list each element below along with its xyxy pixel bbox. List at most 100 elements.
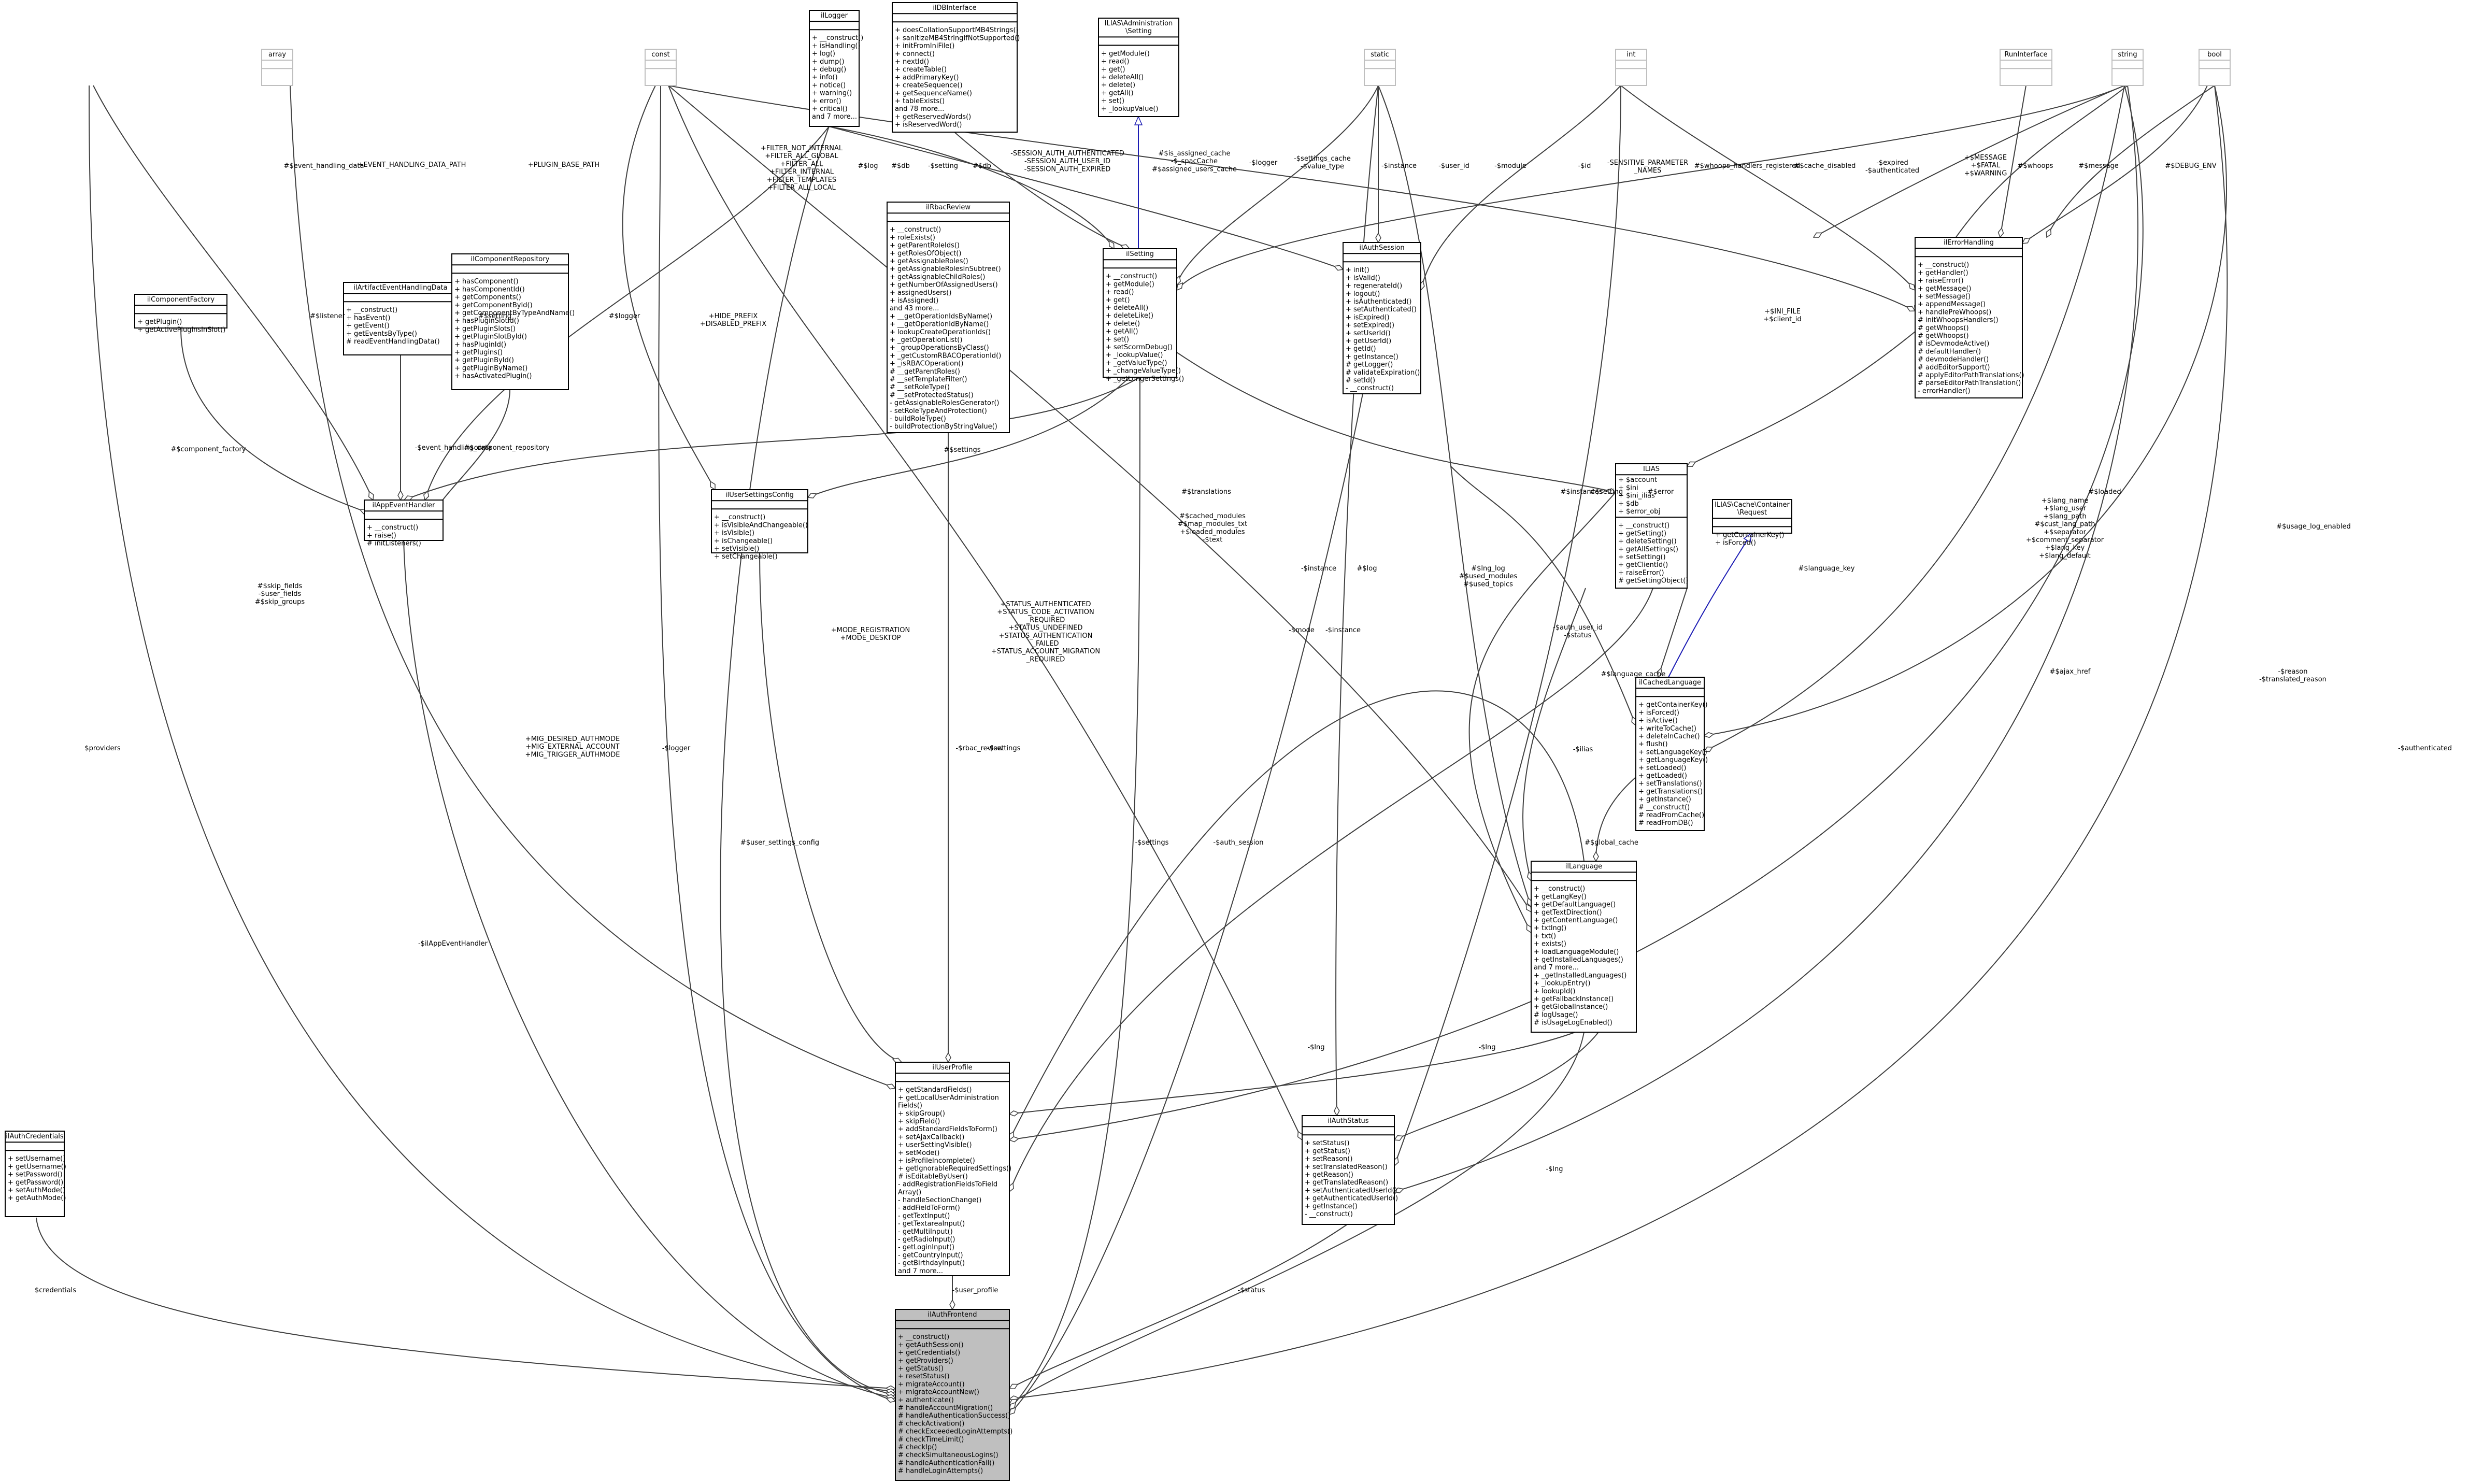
class-method: + isVisibleAndChangeable() bbox=[714, 521, 808, 529]
edge-label-text: +MODE_DESKTOP bbox=[840, 634, 901, 642]
edge-label-text: -$lng bbox=[1307, 1044, 1324, 1051]
edge-label-text: -$_spacCache bbox=[1171, 158, 1218, 165]
class-box-userprofile[interactable]: ilUserProfile+ getStandardFields()+ getL… bbox=[895, 1062, 1011, 1276]
edge-label-logger-session: -$logger bbox=[1249, 159, 1278, 167]
class-method: + getEvent() bbox=[346, 322, 390, 330]
edge-label-text: +$separator bbox=[2044, 529, 2087, 536]
edge-label-text: -SENSITIVE_PARAMETER bbox=[1607, 159, 1688, 167]
relation-edge bbox=[829, 126, 1343, 269]
edge-label-text: +$lang_path bbox=[2043, 512, 2086, 520]
class-box-usersettingsconfig[interactable]: ilUserSettingsConfig+ __construct()+ isV… bbox=[711, 489, 808, 561]
edge-label-text: -SESSION_AUTH_AUTHENTICATED bbox=[1010, 150, 1124, 158]
class-method: + setMessage() bbox=[1918, 293, 1971, 301]
class-box-componentrepository[interactable]: ilComponentRepository+ hasComponent()+ h… bbox=[451, 253, 575, 390]
class-method: + isAuthenticated() bbox=[1346, 298, 1411, 306]
class-method: + isForced() bbox=[1638, 709, 1679, 717]
class-method: + getComponentById() bbox=[454, 302, 533, 309]
class-box-cachereq[interactable]: ILIAS\Cache\Container\Request+ getContai… bbox=[1712, 499, 1792, 547]
edge-label-text: #$used_topics bbox=[1463, 580, 1513, 588]
edge-label-text: #$db bbox=[973, 162, 991, 170]
edge-label-text: -$auth_user_id bbox=[1553, 624, 1603, 632]
class-method: + getStandardFields() bbox=[898, 1086, 972, 1094]
class-box-authfrontend[interactable]: ilAuthFrontend+ __construct()+ getAuthSe… bbox=[895, 1309, 1012, 1481]
relation-edge bbox=[668, 85, 1532, 912]
edge-label-setting-top: -$setting bbox=[928, 162, 958, 170]
class-box-bool[interactable]: bool bbox=[2199, 49, 2231, 86]
class-method: + getSetting() bbox=[1618, 530, 1666, 537]
class-box-logger[interactable]: ilLogger+ __construct()+ isHandling()+ l… bbox=[809, 10, 863, 127]
edge-label-text: -$rbac_review bbox=[955, 745, 1003, 752]
edge-label-text: -$status bbox=[1238, 1287, 1265, 1294]
edge-label-error-levels: +$MESSAGE+$FATAL+$WARNING bbox=[1964, 154, 2007, 177]
class-method: # getLogger() bbox=[1346, 361, 1393, 369]
class-box-dbinterface[interactable]: ilDBInterface+ doesCollationSupportMB4St… bbox=[892, 2, 1020, 133]
class-box-rbacreview[interactable]: ilRbacReview+ __construct()+ roleExists(… bbox=[887, 202, 1010, 433]
class-method: + _getLongerSettings() bbox=[1106, 375, 1184, 383]
edge-label-text: #$db bbox=[891, 162, 910, 170]
class-method: + raiseError() bbox=[1618, 569, 1664, 577]
class-method: + authenticate() bbox=[898, 1396, 954, 1404]
class-method: # checkSimultaneousLogins() bbox=[898, 1451, 998, 1459]
class-name: ILIAS bbox=[1643, 465, 1660, 473]
class-method: + __getOperationIdsByName() bbox=[890, 312, 992, 320]
class-box-authstatus[interactable]: ilAuthStatus+ setStatus()+ getStatus()+ … bbox=[1302, 1115, 1398, 1225]
edge-label-text: -$instance bbox=[1301, 565, 1336, 573]
edge-label-text: #$is_assigned_cache bbox=[1159, 150, 1231, 158]
class-method: # __setProtectedStatus() bbox=[890, 391, 974, 399]
relation-edge bbox=[36, 1217, 895, 1389]
class-method: + getActivePluginsInSlot() bbox=[137, 326, 225, 334]
class-box-setting[interactable]: ilSetting+ __construct()+ getModule()+ r… bbox=[1103, 248, 1184, 383]
class-box-runinterface[interactable]: RunInterface bbox=[2000, 49, 2052, 86]
class-attribute: + $ini bbox=[1618, 484, 1638, 492]
edge-label-text: -$logger bbox=[1249, 159, 1278, 167]
edge-label-credentials: $credentials bbox=[35, 1287, 76, 1294]
edge-label-lng-log: #$lng_log#$used_modules#$used_topics bbox=[1459, 565, 1518, 588]
edge-label-instance-status: -$instance bbox=[1325, 626, 1361, 634]
class-box-ilias[interactable]: ILIAS+ $account+ $ini+ $ini_ilias+ $db+ … bbox=[1615, 463, 1688, 589]
class-box-const[interactable]: const bbox=[645, 49, 677, 86]
edge-label-reason: -$reason-$translated_reason bbox=[2259, 668, 2327, 683]
edge-label-text: -$user_id bbox=[1438, 162, 1469, 170]
edge-label-db-top: #$db bbox=[973, 162, 991, 170]
edge-label-text: -$authenticated bbox=[1865, 167, 1919, 175]
class-box-static[interactable]: static bbox=[1364, 49, 1396, 86]
class-box-artifacteventhandlingdata[interactable]: ilArtifactEventHandlingData+ __construct… bbox=[343, 282, 458, 355]
class-method: # __getParentRoles() bbox=[890, 368, 960, 376]
class-box-string[interactable]: string bbox=[2111, 49, 2144, 86]
class-box-cachedlanguage[interactable]: ilCachedLanguage+ getContainerKey()+ isF… bbox=[1635, 677, 1708, 831]
class-method: + getAllSettings() bbox=[1618, 546, 1678, 553]
class-method: # addEditorSupport() bbox=[1918, 364, 1990, 372]
class-box-language[interactable]: ilLanguage+ __construct()+ getLangKey()+… bbox=[1531, 861, 1637, 1033]
edge-label-auth-user-id: -$auth_user_id-$status bbox=[1553, 624, 1603, 639]
class-method: + getStatus() bbox=[1305, 1147, 1350, 1155]
class-method: + getHandler() bbox=[1918, 269, 1968, 277]
class-box-array[interactable]: array bbox=[261, 49, 293, 86]
class-method: + getInstalledLanguages() bbox=[1534, 956, 1623, 964]
class-method: + isExpired() bbox=[1346, 313, 1390, 321]
class-box-adminsetting[interactable]: ILIAS\Administration\Setting+ getModule(… bbox=[1098, 18, 1179, 117]
class-method: + getLangKey() bbox=[1534, 893, 1587, 901]
class-box-componentfactory[interactable]: ilComponentFactory+ getPlugin()+ getActi… bbox=[134, 294, 227, 334]
class-method: + raiseError() bbox=[1918, 277, 1964, 285]
class-box-authcredentials[interactable]: ilAuthCredentials+ setUsername()+ getUse… bbox=[5, 1131, 66, 1217]
class-box-int[interactable]: int bbox=[1615, 49, 1647, 86]
class-method: + _getInstalledLanguages() bbox=[1534, 972, 1626, 979]
edge-label-expired: -$expired-$authenticated bbox=[1865, 159, 1919, 175]
edge-label-text: #$event_handling_data bbox=[284, 162, 364, 170]
edge-label-text: #$lng_log bbox=[1471, 565, 1505, 573]
edge-label-text: #$logger bbox=[609, 312, 640, 320]
class-box-errorhandling[interactable]: ilErrorHandling+ __construct()+ getHandl… bbox=[1915, 237, 2024, 398]
class-method: + txt() bbox=[1534, 932, 1556, 940]
edge-label-filters: +FILTER_NOT_INTERNAL+FILTER_ALL_GLOBAL+F… bbox=[761, 145, 843, 192]
class-method: # checkIp() bbox=[898, 1444, 937, 1451]
edge-label-text: $credentials bbox=[35, 1287, 76, 1294]
edge-label-text: _REQUIRED bbox=[1026, 616, 1065, 624]
relation-edge bbox=[93, 85, 373, 500]
class-method: + connect() bbox=[895, 50, 935, 58]
class-name-line2: \Request bbox=[1737, 509, 1767, 517]
class-method: # __setTemplateFilter() bbox=[890, 376, 967, 383]
class-method: + __construct() bbox=[367, 524, 418, 532]
class-box-authsession[interactable]: ilAuthSession+ init()+ isValid()+ regene… bbox=[1343, 242, 1421, 394]
class-box-appeventhandler[interactable]: ilAppEventHandler+ __construct()+ raise(… bbox=[364, 500, 444, 548]
class-method: # handleAuthenticationFail() bbox=[898, 1459, 994, 1467]
